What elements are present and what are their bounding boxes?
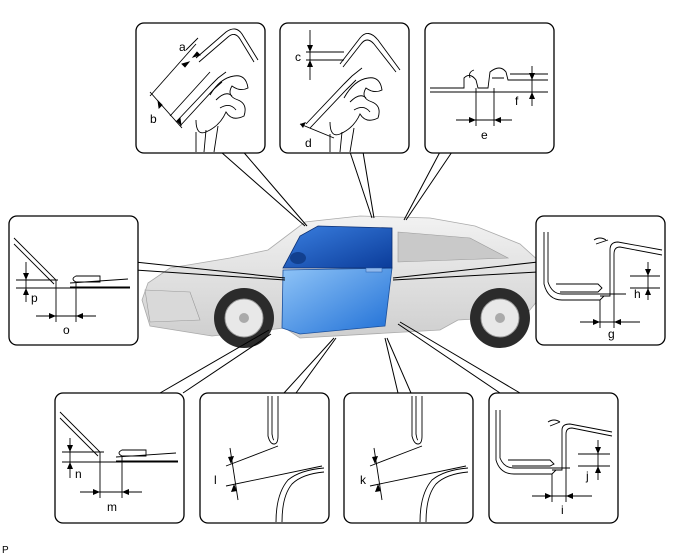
label-n: n bbox=[75, 467, 82, 481]
detail-g-h bbox=[543, 232, 663, 328]
callout-a-b bbox=[135, 22, 266, 154]
callout-c-d bbox=[279, 22, 410, 154]
rear-window bbox=[397, 231, 510, 263]
detail-c-d bbox=[299, 30, 401, 153]
label-c: c bbox=[295, 50, 301, 64]
dim-arrows-m-n bbox=[67, 445, 129, 495]
footer-code: P bbox=[2, 545, 9, 556]
dim-arrows-k bbox=[372, 456, 381, 492]
label-g: g bbox=[608, 327, 615, 341]
label-d: d bbox=[305, 136, 312, 150]
label-p: p bbox=[31, 291, 38, 305]
detail-m-n bbox=[59, 411, 178, 498]
label-l: l bbox=[214, 473, 217, 487]
door-handle bbox=[365, 267, 383, 273]
rear-wheel bbox=[470, 288, 530, 348]
callout-e-f bbox=[424, 22, 555, 154]
front-bumper bbox=[144, 289, 201, 323]
label-f: f bbox=[515, 94, 519, 108]
label-j: j bbox=[585, 469, 589, 483]
car-illustration bbox=[141, 215, 541, 348]
dim-arrows-a-b bbox=[157, 51, 201, 127]
callout-g-h bbox=[535, 215, 666, 346]
detail-l bbox=[225, 396, 325, 523]
label-o: o bbox=[63, 323, 70, 337]
side-mirror bbox=[290, 252, 306, 264]
dim-arrows-l bbox=[228, 456, 237, 492]
dim-arrows-e-f bbox=[469, 73, 535, 123]
callout-k bbox=[343, 392, 474, 524]
label-h: h bbox=[634, 287, 641, 301]
dim-arrows-c-d bbox=[300, 45, 313, 128]
label-k: k bbox=[360, 473, 367, 487]
callout-l bbox=[199, 392, 330, 524]
detail-o-p bbox=[13, 237, 130, 322]
callout-m-n bbox=[54, 392, 185, 524]
dim-arrows-i-j bbox=[545, 447, 601, 499]
label-a: a bbox=[179, 40, 186, 54]
label-i: i bbox=[561, 503, 564, 517]
label-e: e bbox=[481, 128, 488, 142]
callout-i-j bbox=[488, 392, 619, 524]
dim-arrows-o-p bbox=[23, 273, 83, 319]
detail-i-j bbox=[495, 410, 613, 502]
label-b: b bbox=[150, 112, 157, 126]
front-door bbox=[281, 267, 393, 335]
detail-e-f bbox=[430, 66, 548, 126]
front-wheel bbox=[214, 288, 274, 348]
dim-arrows-g-h bbox=[593, 269, 651, 325]
label-m: m bbox=[107, 500, 117, 514]
detail-a-b bbox=[149, 28, 259, 153]
leader-lines bbox=[134, 147, 539, 394]
